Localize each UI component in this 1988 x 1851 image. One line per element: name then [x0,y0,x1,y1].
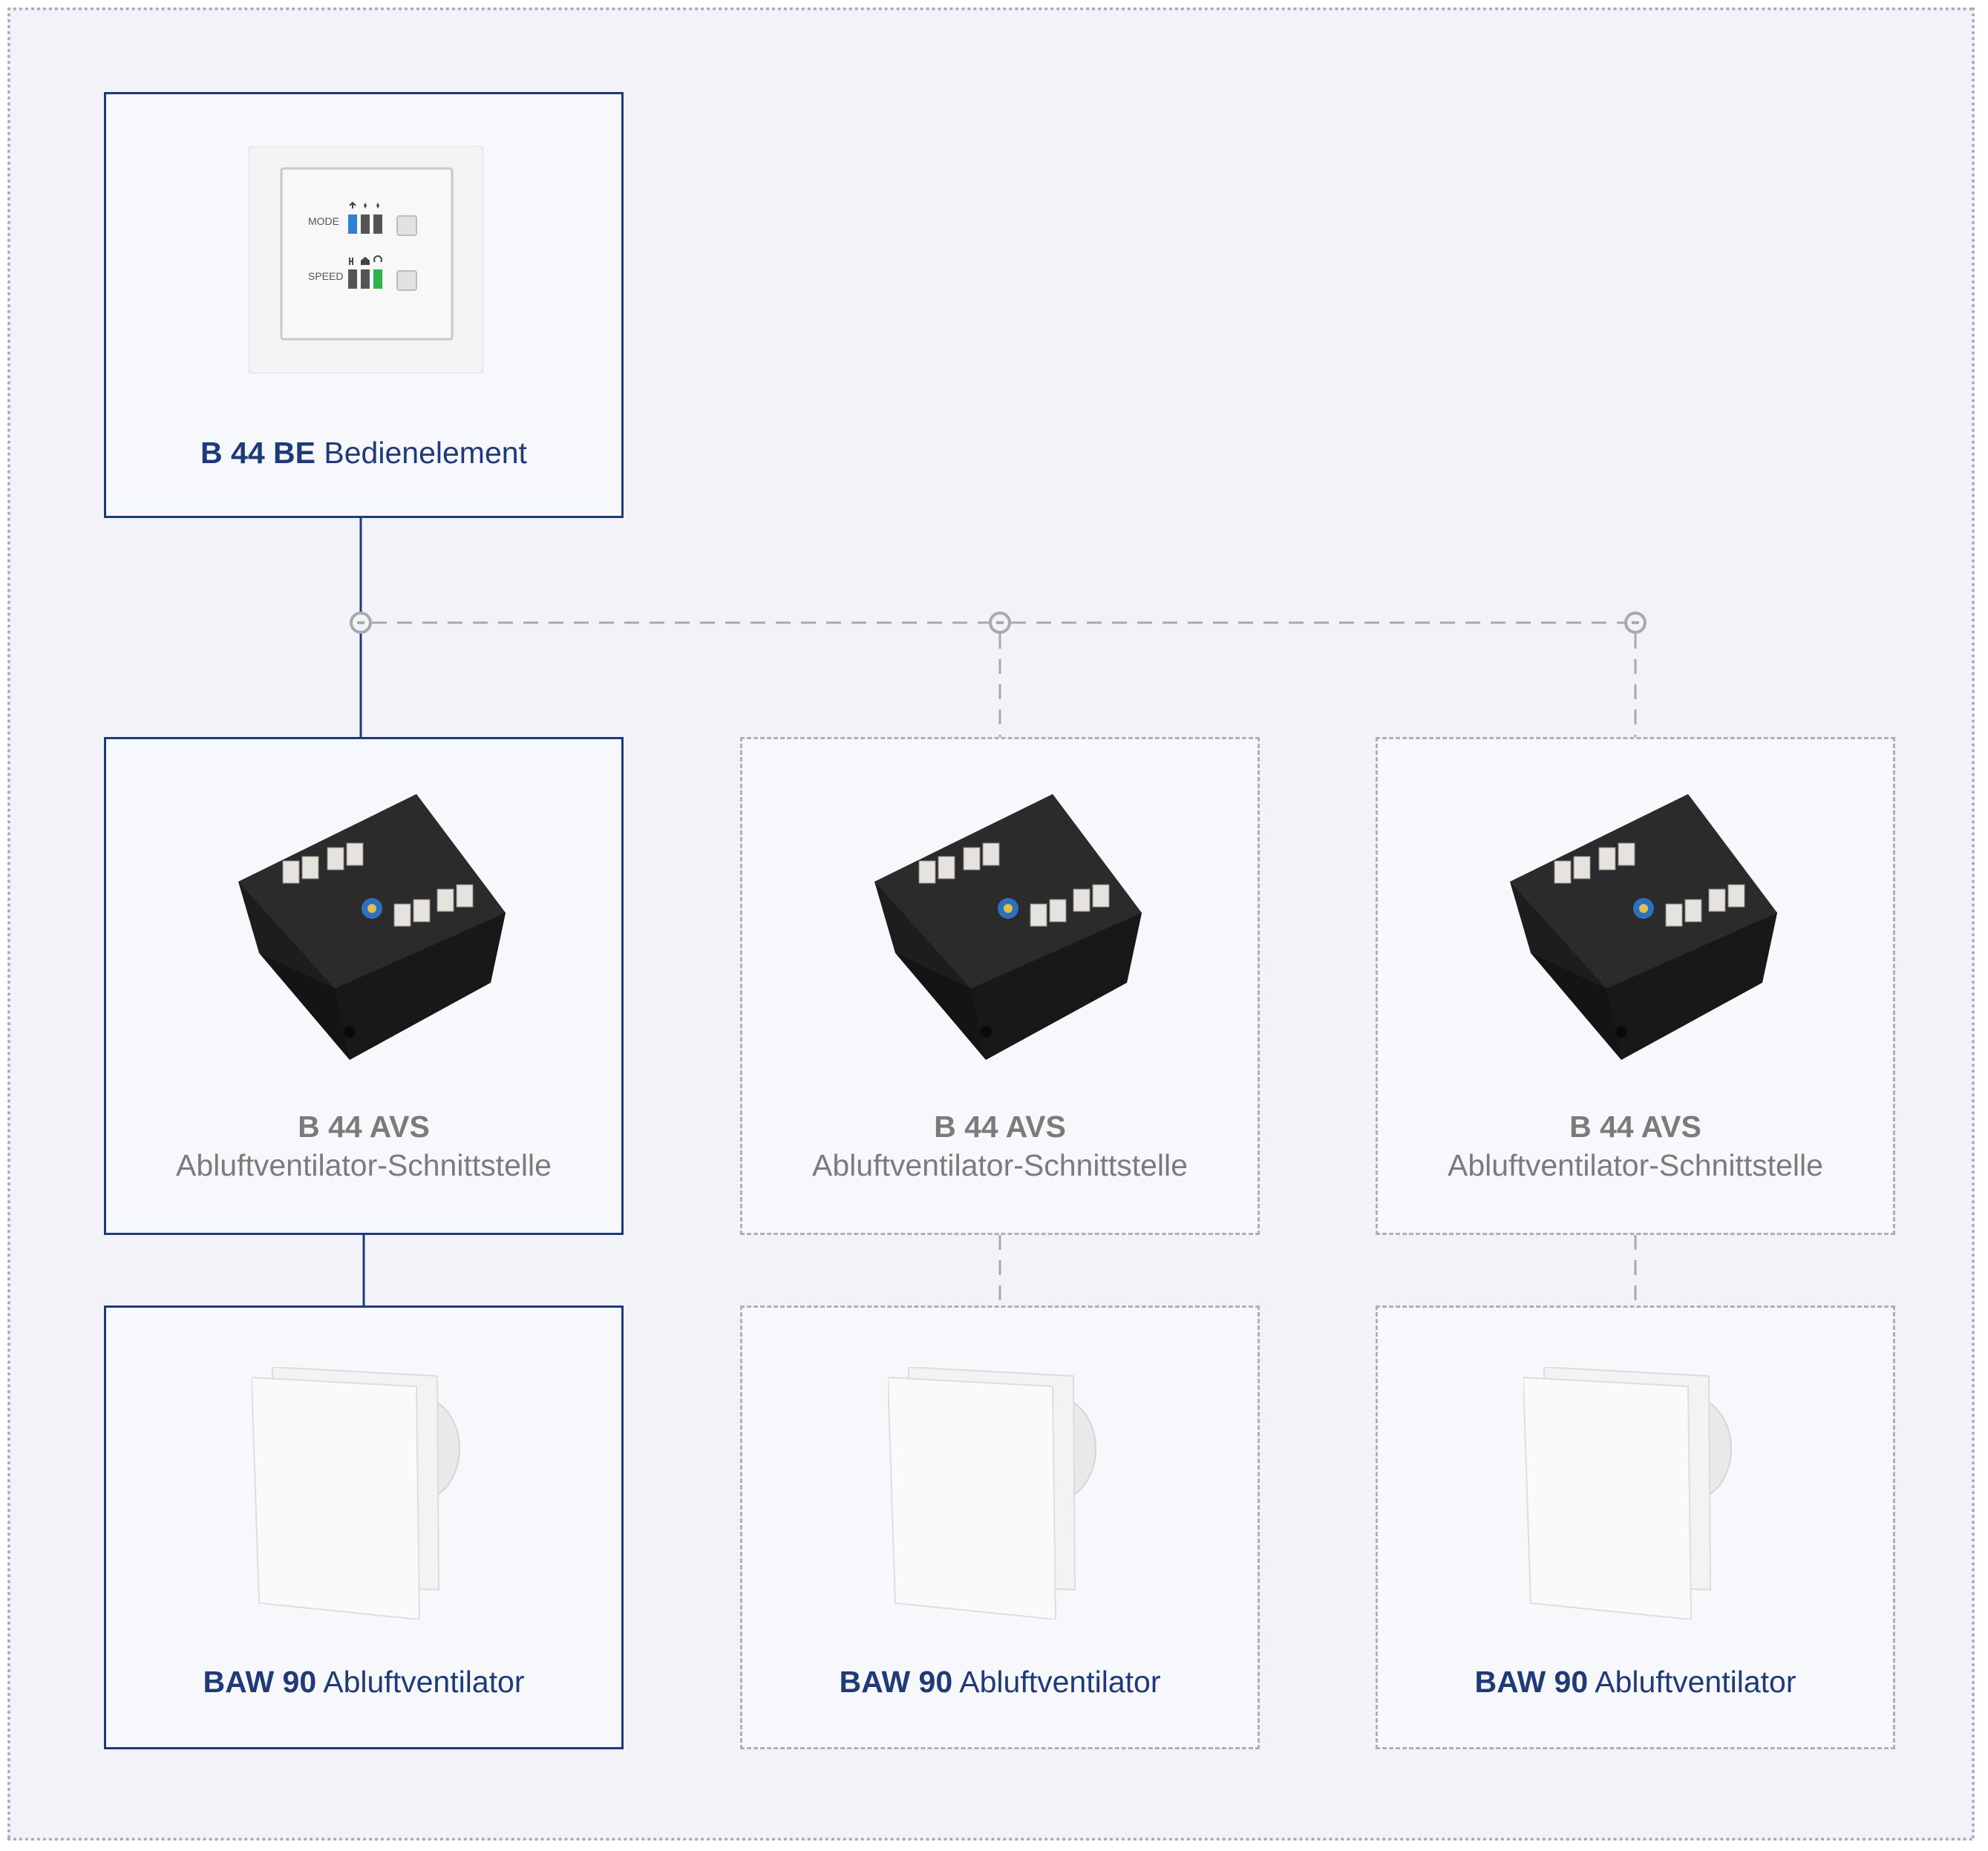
interface-code-2: B 44 AVS [934,1110,1066,1144]
interface-caption-3: B 44 AVS Abluftventilator-Schnittstelle [1378,1107,1893,1185]
speed-label: SPEED [308,270,343,282]
fan-code-2: BAW 90 [839,1665,953,1699]
speed-boost-icon [373,255,382,263]
speed-led-green [373,269,382,289]
speed-home-icon [361,257,370,265]
exhaust-fan-image [252,1367,460,1619]
fan-name-1: Abluftventilator [323,1665,525,1699]
fan-box-2: BAW 90 Abluftventilator [740,1305,1260,1749]
interface-name-1: Abluftventilator-Schnittstelle [176,1148,552,1182]
interface-box-1: B 44 AVS Abluftventilator-Schnittstelle [104,737,624,1235]
speed-led [348,269,357,289]
fan-code-1: BAW 90 [203,1665,317,1699]
speed-away-icon [349,258,353,265]
fan-caption-3: BAW 90 Abluftventilator [1378,1662,1893,1701]
interface-caption-2: B 44 AVS Abluftventilator-Schnittstelle [742,1107,1258,1185]
control-unit-name: Bedienelement [324,436,527,470]
control-panel-image: MODE SPEED [249,146,483,373]
mode-label: MODE [308,215,339,227]
interface-name-3: Abluftventilator-Schnittstelle [1448,1148,1823,1182]
control-unit-caption: B 44 BE Bedienelement [106,433,621,472]
interface-module-image [1510,794,1777,1060]
fan-name-2: Abluftventilator [959,1665,1161,1699]
junction-dot [989,612,1011,634]
mode-sparkle-icon [364,203,367,209]
fan-caption-2: BAW 90 Abluftventilator [742,1662,1258,1701]
interface-box-2: B 44 AVS Abluftventilator-Schnittstelle [740,737,1260,1235]
mode-arrow-icon [349,201,356,209]
mode-led [361,214,370,234]
speed-led [361,269,370,289]
junction-dot [350,612,372,634]
interface-box-3: B 44 AVS Abluftventilator-Schnittstelle [1376,737,1895,1235]
mode-led-blue [348,214,357,234]
interface-code-1: B 44 AVS [298,1110,430,1144]
fan-name-3: Abluftventilator [1595,1665,1796,1699]
fan-box-1: BAW 90 Abluftventilator [104,1305,624,1749]
interface-module-image [238,794,506,1060]
interface-name-2: Abluftventilator-Schnittstelle [812,1148,1188,1182]
control-unit-code: B 44 BE [200,436,315,470]
exhaust-fan-image [1523,1367,1732,1619]
interface-caption-1: B 44 AVS Abluftventilator-Schnittstelle [106,1107,621,1185]
fan-code-3: BAW 90 [1474,1665,1589,1699]
junction-dot [1624,612,1647,634]
control-unit-box: MODE SPEED B 44 BE Bedienelement [104,92,624,518]
fan-box-3: BAW 90 Abluftventilator [1376,1305,1895,1749]
mode-sparkle-icon [376,203,379,209]
interface-module-image [874,794,1142,1060]
mode-button [396,215,417,236]
speed-button [396,270,417,291]
fan-caption-1: BAW 90 Abluftventilator [106,1662,621,1701]
mode-led [373,214,382,234]
exhaust-fan-image [888,1367,1096,1619]
interface-code-3: B 44 AVS [1569,1110,1701,1144]
